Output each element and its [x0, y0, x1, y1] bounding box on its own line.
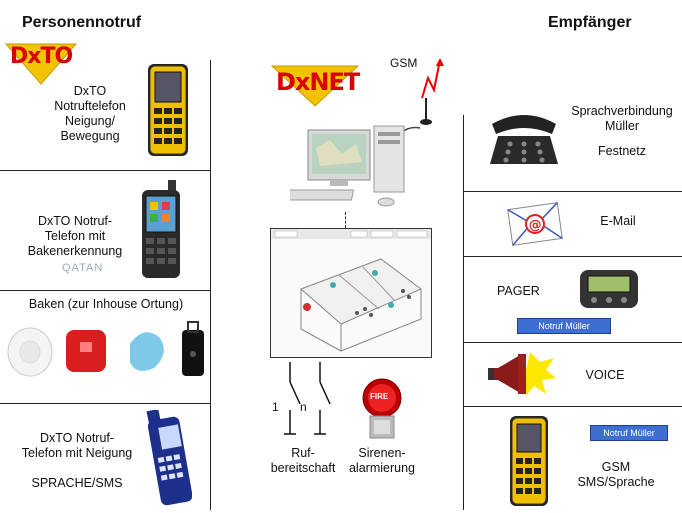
email-icon: @ [504, 200, 566, 248]
blue-phone-image [146, 408, 193, 506]
rufbereitschaft-label: Ruf- bereitschaft [270, 446, 336, 475]
dxnet-logo-text: DxNET [276, 68, 360, 96]
dxnet-logo: DxNET [270, 62, 360, 108]
desk-phone-image [486, 108, 562, 168]
left-row-divider [0, 403, 211, 404]
right-item-5-label: GSM SMS/Sprache [577, 460, 655, 489]
switch-label-n: n [300, 400, 307, 414]
qatan-brand: QATAN [62, 262, 104, 274]
dxto-logo: DxTO [4, 40, 78, 86]
sirenenalarmierung-label: Sirenen- alarmierung [348, 446, 415, 475]
gsm-antenna-icon [418, 58, 444, 128]
left-item-1-label: DxTO Notruftelefon Neigung/ Bewegung [54, 84, 126, 143]
svg-text:@: @ [528, 217, 543, 234]
left-header: Personennotruf [22, 14, 142, 31]
switch-contacts-icon [276, 360, 336, 440]
fire-label: FIRE [370, 392, 389, 401]
computer-connector-line [345, 212, 346, 228]
right-item-1-label: Sprachverbindung Müller [571, 104, 673, 133]
switch-label-1: 1 [272, 400, 279, 414]
right-row-divider [463, 406, 682, 407]
beacons-image [4, 318, 210, 390]
left-column-divider [210, 60, 211, 510]
beacon-phone-image [138, 180, 184, 280]
gsm-notification-bubble: Notruf Müller [590, 425, 668, 441]
right-row-divider [463, 191, 682, 192]
left-item-4-sub: SPRACHE/SMS [31, 476, 123, 490]
right-item-3-label: PAGER [497, 284, 540, 298]
left-item-2-label: DxTO Notruf- Telefon mit Bakenerkennung [27, 214, 123, 258]
dxto-logo-text: DxTO [10, 44, 73, 69]
pager-image [578, 266, 640, 310]
right-header: Empfänger [548, 14, 632, 31]
left-item-4-label: DxTO Notruf- Telefon mit Neigung [21, 431, 133, 460]
gsm-label: GSM [390, 56, 418, 70]
fire-alarm-icon: FIRE [362, 378, 402, 440]
left-row-divider [0, 170, 211, 171]
gsm-phone-image [508, 414, 550, 508]
megaphone-icon [484, 348, 556, 400]
right-row-divider [463, 342, 682, 343]
floorplan-screen [270, 228, 432, 358]
dxto-phone-image [146, 62, 190, 158]
right-row-divider [463, 256, 682, 257]
right-column-divider [463, 115, 464, 510]
right-item-1-sub: Festnetz [598, 144, 646, 158]
computer-image [278, 118, 421, 214]
right-item-4-label: VOICE [585, 368, 625, 382]
left-row-divider [0, 290, 211, 291]
left-item-3-label: Baken (zur Inhouse Ortung) [28, 297, 184, 311]
pager-notification-bubble: Notruf Müller [517, 318, 611, 334]
right-item-2-label: E-Mail [600, 214, 636, 228]
